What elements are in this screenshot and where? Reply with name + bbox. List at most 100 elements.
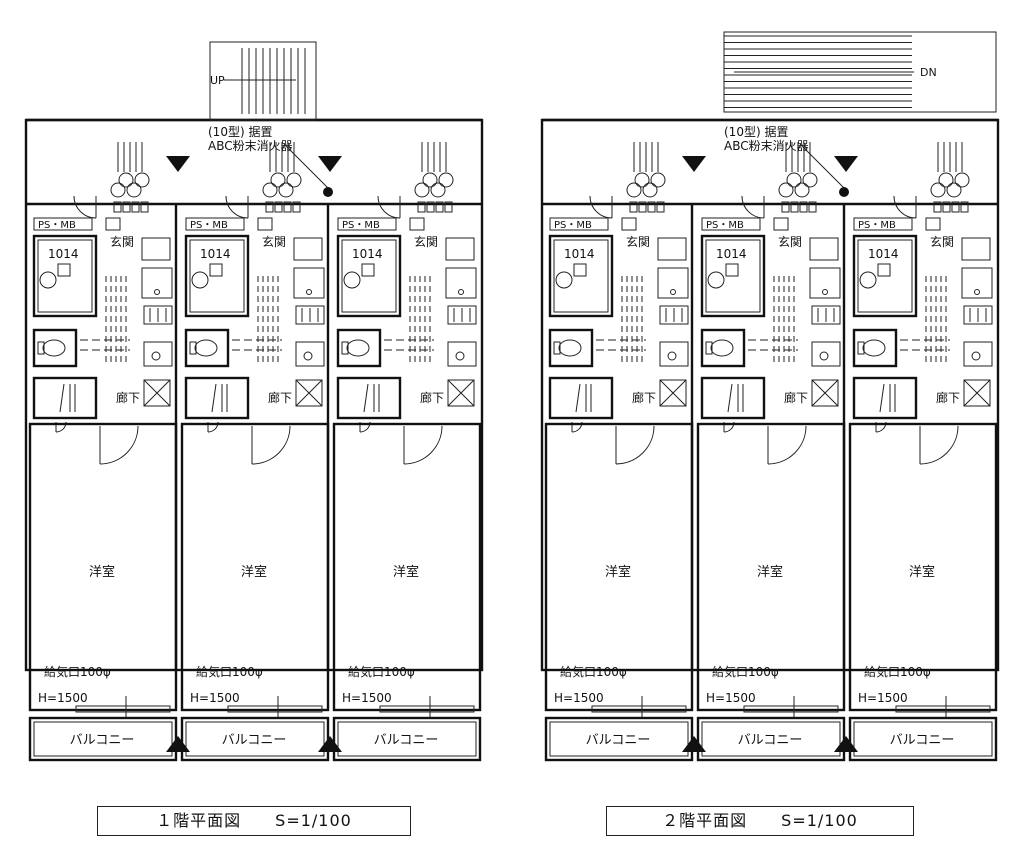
view-arrow-icon [682,736,706,752]
ps-mb-box [337,217,397,231]
ps-mb-box [185,217,245,231]
toilet-room [548,328,594,368]
second-floor-caption: ２階平面図 S=1/100 [606,806,914,836]
stair: UP [209,41,317,121]
sink-drain-icon [819,351,829,361]
bath-faucet-icon [859,271,877,289]
bath-code-label: 1014 [716,247,747,261]
bath-faucet-icon [707,271,725,289]
stove-icon [963,305,993,325]
window-height-label: H=1500 [190,691,240,705]
room-label: 洋室 [909,564,935,580]
room-label: 洋室 [393,564,419,580]
ventilation-box [447,379,475,407]
stove-icon [143,305,173,325]
bath-code-label: 1014 [564,247,595,261]
balcony-window [591,705,687,713]
unit-bath [336,234,402,318]
corridor-label: 廊下 [116,390,140,405]
extinguisher-note-line2: ABC粉末消火器 [724,139,809,153]
ventilation-box [963,379,991,407]
bath-faucet-icon [191,271,209,289]
shoe-box [293,237,323,261]
room-label: 洋室 [605,564,631,580]
view-arrow-icon [166,736,190,752]
kitchen-sink-icon [811,341,841,367]
balcony-label: バルコニー [222,733,287,748]
ps-mb-label: PS・MB [706,220,744,231]
meter-cluster-icon [262,142,302,213]
vent-label: 給気口100φ [196,664,263,679]
entrance-label: 玄関 [110,234,134,249]
sink-drain-icon [303,351,313,361]
stair: DN [723,31,997,113]
room-label: 洋室 [89,564,115,580]
meter-cluster-icon [930,142,970,213]
stair-down-label: DN [920,66,937,79]
entrance-door [377,195,401,219]
toilet-icon [346,339,370,357]
second-floor-plan: DN(10型) 据置ABC粉末消火器PS・MB1014玄関廊下洋室給気口100φ… [540,31,1000,762]
interior-door [251,425,291,465]
toilet-room [700,328,746,368]
fridge-space [657,267,689,299]
drain-icon [974,289,980,295]
closet [548,376,614,420]
balcony-window [379,705,475,713]
extinguisher-icon [323,187,333,197]
toilet-room [32,328,78,368]
interior-door [403,425,443,465]
entrance-label: 玄関 [414,234,438,249]
vent-label: 給気口100φ [348,664,415,679]
meter-box [925,217,941,231]
corridor-label: 廊下 [268,390,292,405]
first-floor-caption: １階平面図 S=1/100 [97,806,411,836]
entrance-door [741,195,765,219]
ps-mb-label: PS・MB [342,220,380,231]
meter-box [773,217,789,231]
interior-door [919,425,959,465]
corridor-label: 廊下 [936,390,960,405]
balcony [848,716,998,762]
meter-box [257,217,273,231]
toilet-room [852,328,898,368]
ventilation-box [659,379,687,407]
interior-door [767,425,807,465]
unit-bath-inner [341,239,397,313]
unit-bath-inner [705,239,761,313]
western-room [332,422,482,712]
entry-arrow-icon [166,156,190,172]
bath-sink-icon [877,263,891,277]
view-arrow-icon [834,736,858,752]
corridor-label: 廊下 [632,390,656,405]
western-room [544,422,694,712]
fridge-space [141,267,173,299]
sink-drain-icon [667,351,677,361]
ventilation-box [811,379,839,407]
drain-icon [306,289,312,295]
shoe-box [809,237,839,261]
second-floor-caption-text: ２階平面図 S=1/100 [662,811,858,830]
balcony-window [227,705,323,713]
entry-arrow-icon [834,156,858,172]
ps-mb-box [701,217,761,231]
kitchen-sink-icon [963,341,993,367]
entrance-label: 玄関 [778,234,802,249]
bath-sink-icon [361,263,375,277]
fridge-space [293,267,325,299]
kitchen-sink-icon [143,341,173,367]
window-height-label: H=1500 [706,691,756,705]
balcony-label: バルコニー [890,733,955,748]
balcony-label: バルコニー [586,733,651,748]
unit-bath-inner [37,239,93,313]
kitchen-sink-icon [447,341,477,367]
ps-mb-label: PS・MB [554,220,592,231]
ventilation-box [143,379,171,407]
western-room [180,422,330,712]
unit-bath-inner [189,239,245,313]
